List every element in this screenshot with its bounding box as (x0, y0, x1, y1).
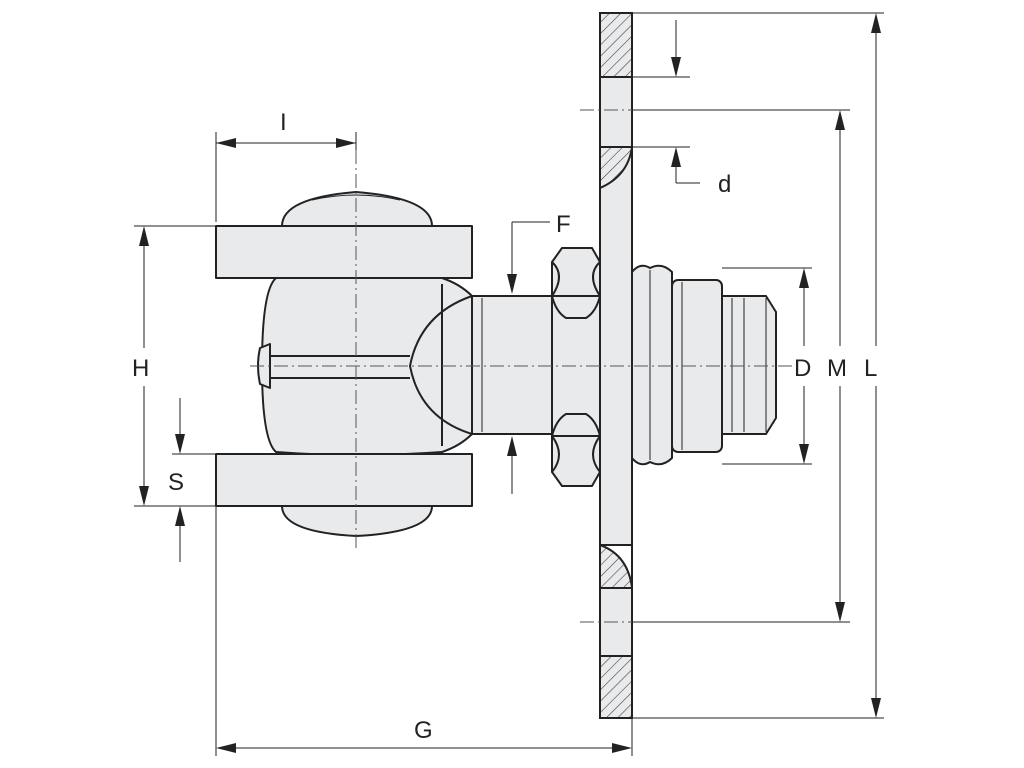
dimension-G: G (215, 506, 633, 756)
threaded-stud (631, 264, 777, 466)
label-S: S (168, 469, 184, 496)
label-H: H (132, 355, 149, 382)
stud-thread (721, 295, 777, 435)
label-F: F (556, 211, 571, 238)
plate-hole-top (599, 76, 633, 148)
dimension-H: H (132, 225, 216, 507)
dimension-D: D (722, 267, 812, 465)
label-d: d (718, 171, 731, 198)
dimension-d: d (632, 20, 731, 198)
top-cap (281, 191, 433, 227)
housing-body (261, 274, 473, 456)
label-G: G (414, 717, 433, 744)
dimension-F: F (507, 211, 571, 494)
dimension-L: L (632, 12, 884, 719)
dimension-I: I (215, 109, 357, 222)
label-I: I (280, 109, 287, 136)
bottom-washer (215, 453, 473, 507)
top-washer (215, 225, 473, 279)
plate-body (599, 146, 633, 546)
hex-nut (551, 247, 601, 487)
mounting-plate (599, 12, 634, 719)
label-M: M (827, 355, 847, 382)
ball-housing (215, 191, 473, 537)
bottom-cap (281, 505, 433, 537)
plate-section-lower-curved (599, 543, 634, 589)
plate-section-top (599, 12, 633, 78)
dimension-M: M (632, 109, 850, 623)
dimension-S: S (168, 398, 216, 562)
label-D: D (794, 355, 811, 382)
stud-collar (631, 264, 673, 466)
label-L: L (864, 355, 877, 382)
shank (471, 295, 553, 435)
plate-section-bottom (599, 655, 633, 719)
